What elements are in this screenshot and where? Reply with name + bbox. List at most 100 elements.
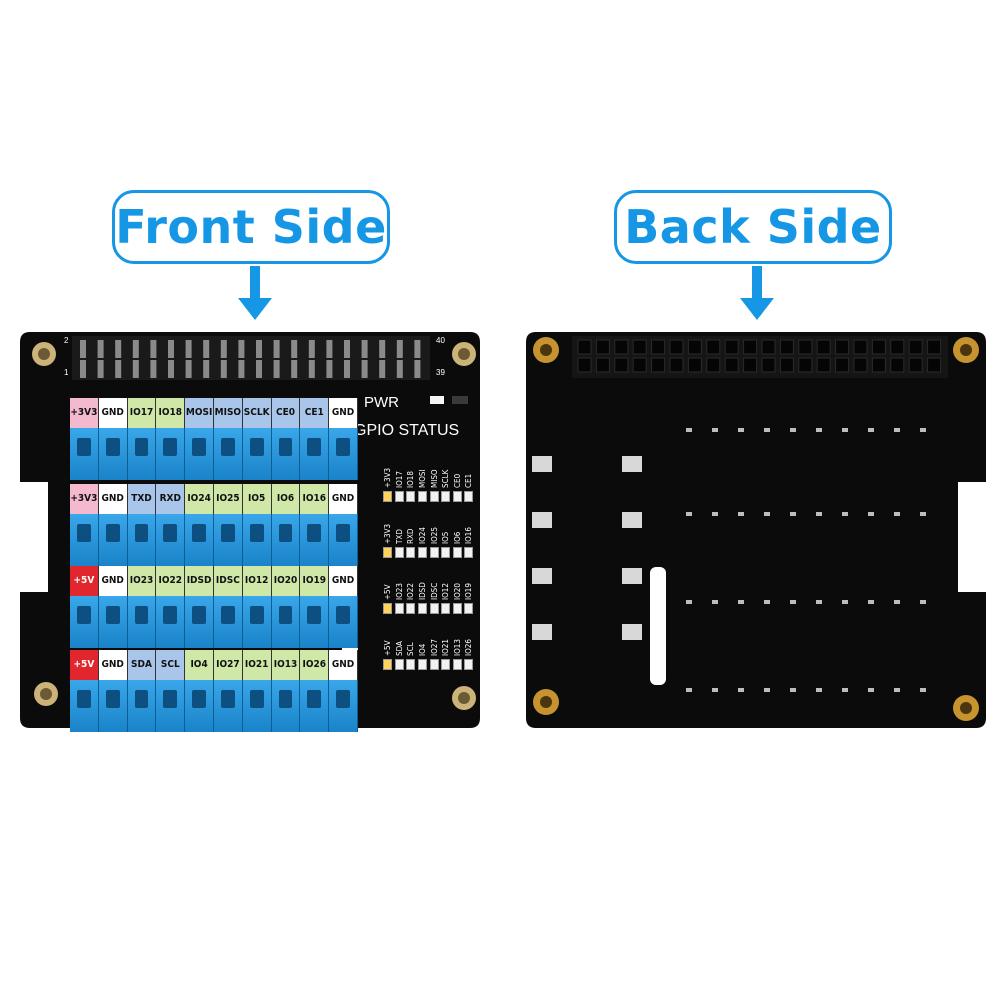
screw-terminal[interactable]	[127, 596, 157, 648]
led-column: IO19	[463, 566, 475, 614]
screw-terminal[interactable]	[156, 428, 186, 480]
status-led-icon	[383, 547, 393, 558]
status-led-icon	[383, 603, 393, 614]
led-label: IO25	[429, 527, 439, 544]
terminal-label: GND	[98, 650, 128, 680]
led-column: IO12	[440, 566, 452, 614]
gpio-status-title: GPIO STATUS	[354, 422, 460, 439]
terminal-label: GND	[329, 566, 358, 596]
led-label: IO13	[452, 639, 462, 656]
led-column: IO25	[428, 510, 440, 558]
screw-terminal[interactable]	[70, 428, 99, 480]
terminal-label: +3V3	[70, 484, 99, 514]
screw-terminal[interactable]	[329, 680, 358, 732]
terminal-label: +5V	[70, 566, 99, 596]
screw-terminal[interactable]	[70, 596, 99, 648]
status-led-icon	[418, 603, 428, 614]
screw-terminal[interactable]	[127, 514, 157, 566]
led-label: IO20	[452, 583, 462, 600]
led-column: IDSC	[428, 566, 440, 614]
screw-terminal[interactable]	[213, 596, 243, 648]
screw-terminal[interactable]	[242, 428, 272, 480]
screw-terminal[interactable]	[300, 596, 330, 648]
led-label: IO16	[464, 527, 474, 544]
screw-terminal[interactable]	[213, 428, 243, 480]
led-column: IO22	[405, 566, 417, 614]
led-column: SDA	[394, 622, 406, 670]
terminal-label: IO13	[271, 650, 301, 680]
front-side-callout: Front Side	[112, 190, 390, 264]
led-column: TXD	[394, 510, 406, 558]
screw-terminal[interactable]	[271, 428, 301, 480]
screw-terminal[interactable]	[242, 596, 272, 648]
status-led-icon	[464, 547, 474, 558]
pin-number-40: 40	[436, 336, 445, 345]
screw-terminal[interactable]	[185, 680, 214, 732]
screw-terminal[interactable]	[329, 596, 358, 648]
led-label: IO21	[441, 639, 451, 656]
led-label: +5V	[383, 640, 393, 656]
terminal-label: IO17	[127, 398, 157, 428]
screw-terminal[interactable]	[98, 680, 128, 732]
screw-terminal[interactable]	[213, 514, 243, 566]
screw-terminal[interactable]	[156, 680, 186, 732]
terminal-label: GND	[98, 398, 128, 428]
screw-terminal[interactable]	[300, 680, 330, 732]
terminal-label: CE1	[300, 398, 330, 428]
led-label: IO17	[394, 471, 404, 488]
led-label: SDA	[394, 641, 404, 656]
terminal-label: IO26	[300, 650, 330, 680]
terminal-label: IO16	[300, 484, 330, 514]
led-label: IO24	[418, 527, 428, 544]
screw-terminal[interactable]	[127, 428, 157, 480]
screw-terminal[interactable]	[98, 596, 128, 648]
screw-terminal[interactable]	[127, 680, 157, 732]
screw-terminal[interactable]	[271, 514, 301, 566]
led-column: IO17	[394, 454, 406, 502]
screw-terminal[interactable]	[70, 680, 99, 732]
screw-terminal[interactable]	[185, 596, 214, 648]
led-column: +5V	[382, 566, 394, 614]
screw-terminal[interactable]	[300, 428, 330, 480]
led-column: CE0	[452, 454, 464, 502]
screw-terminal[interactable]	[300, 514, 330, 566]
screw-terminal[interactable]	[185, 428, 214, 480]
terminal-label: GND	[329, 650, 358, 680]
screw-terminal[interactable]	[70, 514, 99, 566]
screw-terminal[interactable]	[98, 514, 128, 566]
status-led-icon	[441, 603, 451, 614]
status-led-icon	[452, 659, 462, 670]
screw-terminal[interactable]	[329, 514, 358, 566]
screw-terminal[interactable]	[271, 596, 301, 648]
led-label: MOSI	[418, 469, 428, 488]
terminal-label: IDSD	[185, 566, 214, 596]
status-led-icon	[383, 491, 393, 502]
terminal-label: IO22	[156, 566, 186, 596]
led-column: IO18	[405, 454, 417, 502]
led-label: IO26	[464, 639, 474, 656]
screw-terminal[interactable]	[98, 428, 128, 480]
screw-terminal[interactable]	[213, 680, 243, 732]
screw-terminal[interactable]	[156, 514, 186, 566]
screw-terminal[interactable]	[271, 680, 301, 732]
terminal-label: +5V	[70, 650, 99, 680]
led-column: IO23	[394, 566, 406, 614]
screw-terminal[interactable]	[156, 596, 186, 648]
led-column: SCL	[405, 622, 417, 670]
screw-terminal[interactable]	[242, 680, 272, 732]
led-column: IO4	[417, 622, 429, 670]
screw-terminal[interactable]	[329, 428, 358, 480]
led-label: MISO	[429, 469, 439, 488]
screw-terminal-row	[70, 680, 358, 732]
led-column: IO5	[440, 510, 452, 558]
led-column: +3V3	[382, 454, 394, 502]
screw-terminal[interactable]	[242, 514, 272, 566]
screw-terminal[interactable]	[185, 514, 214, 566]
